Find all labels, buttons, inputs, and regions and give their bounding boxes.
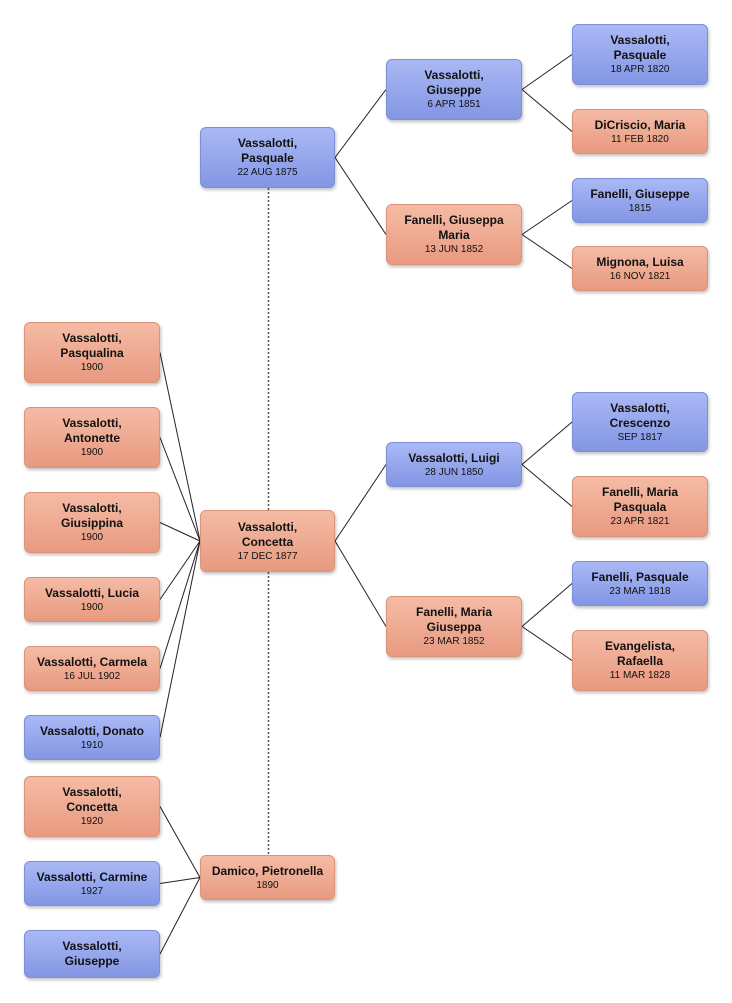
parent-connector <box>521 234 573 269</box>
parent-connector <box>521 464 573 507</box>
child-connector <box>159 522 201 542</box>
person-card-maria-dicriscio-1820[interactable]: DiCriscio, Maria 11 FEB 1820 <box>572 109 708 154</box>
person-name: Fanelli, Giuseppe <box>590 186 690 201</box>
child-connector <box>159 540 201 738</box>
person-date: 17 DEC 1877 <box>237 550 298 562</box>
person-date: 11 MAR 1828 <box>609 670 671 681</box>
person-card-crescenzo-vassalotti-1817[interactable]: Vassalotti, Crescenzo SEP 1817 <box>572 392 708 452</box>
child-connector <box>159 877 201 884</box>
person-date: 13 JUN 1852 <box>424 244 484 255</box>
person-name: Vassalotti, Carmine <box>36 869 148 884</box>
parent-connector <box>334 540 387 627</box>
parent-connector <box>521 626 573 661</box>
person-date: 16 JUL 1902 <box>63 670 121 682</box>
person-date: SEP 1817 <box>617 431 663 443</box>
person-name: Vassalotti, Giuseppe <box>62 939 122 968</box>
person-name: Evangelista, Rafaella <box>604 639 676 668</box>
person-name: Vassalotti, Lucia <box>44 585 140 600</box>
person-name: Vassalotti, Antonette <box>62 416 122 445</box>
person-card-giusippina-vassalotti-1900[interactable]: Vassalotti, Giusippina 1900 <box>24 492 160 553</box>
person-date: 1815 <box>628 202 652 214</box>
person-card-giuseppe-vassalotti-child[interactable]: Vassalotti, Giuseppe <box>24 930 160 978</box>
person-card-pasquale-fanelli-1818[interactable]: Fanelli, Pasquale 23 MAR 1818 <box>572 561 708 606</box>
person-date: 1927 <box>80 885 104 897</box>
parent-connector <box>334 157 387 235</box>
person-date: 1900 <box>80 532 104 543</box>
person-date: 1900 <box>80 362 104 373</box>
person-name: Vassalotti, Concetta <box>237 519 298 549</box>
parent-connector <box>521 421 573 465</box>
person-card-carmine-vassalotti-1927[interactable]: Vassalotti, Carmine 1927 <box>24 861 160 906</box>
person-card-giuseppe-vassalotti-1851[interactable]: Vassalotti, Giuseppe 6 APR 1851 <box>386 59 522 120</box>
person-name: Vassalotti, Luigi <box>408 450 500 465</box>
child-connector <box>159 540 201 600</box>
person-name: Vassalotti, Pasquale <box>610 33 670 62</box>
child-connector <box>159 352 201 542</box>
person-card-lucia-vassalotti-1900[interactable]: Vassalotti, Lucia 1900 <box>24 577 160 622</box>
person-card-donato-vassalotti-1910[interactable]: Vassalotti, Donato 1910 <box>24 715 160 760</box>
person-name: Vassalotti, Donato <box>39 723 145 738</box>
person-date: 18 APR 1820 <box>610 64 670 75</box>
person-name: Vassalotti, Concetta <box>62 785 122 814</box>
person-card-giuseppe-fanelli-1815[interactable]: Fanelli, Giuseppe 1815 <box>572 178 708 223</box>
person-card-concetta-vassalotti-1877[interactable]: Vassalotti, Concetta 17 DEC 1877 <box>200 510 335 572</box>
person-date: 1910 <box>80 739 104 751</box>
person-date: 11 FEB 1820 <box>611 133 669 145</box>
person-name: Damico, Pietronella <box>211 863 324 878</box>
person-date: 22 AUG 1875 <box>237 167 298 178</box>
person-date: 23 APR 1821 <box>610 516 670 527</box>
person-name: Fanelli, Maria Pasquala <box>601 485 679 514</box>
person-name: Vassalotti, Giusippina <box>60 501 123 530</box>
person-card-giuseppa-maria-fanelli-1852[interactable]: Fanelli, Giuseppa Maria 13 JUN 1852 <box>386 204 522 265</box>
person-card-pasquale-vassalotti-1820[interactable]: Vassalotti, Pasquale 18 APR 1820 <box>572 24 708 85</box>
parent-connector <box>521 200 573 235</box>
person-date: 23 MAR 1818 <box>609 585 671 597</box>
person-date: 28 JUN 1850 <box>424 466 484 478</box>
person-name: Vassalotti, Crescenzo <box>609 400 671 430</box>
person-card-pietronella-damico-1890[interactable]: Damico, Pietronella 1890 <box>200 855 335 900</box>
person-card-pasqualina-vassalotti-1900[interactable]: Vassalotti, Pasqualina 1900 <box>24 322 160 383</box>
person-name: Mignona, Luisa <box>596 254 684 269</box>
person-date: 1890 <box>256 879 279 891</box>
person-card-maria-giuseppa-fanelli-1852[interactable]: Fanelli, Maria Giuseppa 23 MAR 1852 <box>386 596 522 657</box>
person-card-antonette-vassalotti-1900[interactable]: Vassalotti, Antonette 1900 <box>24 407 160 468</box>
person-date: 23 MAR 1852 <box>423 636 485 647</box>
child-connector <box>159 437 201 542</box>
parent-connector <box>521 89 573 132</box>
person-card-concetta-vassalotti-1920[interactable]: Vassalotti, Concetta 1920 <box>24 776 160 837</box>
child-connector <box>159 806 201 878</box>
person-card-luigi-vassalotti-1850[interactable]: Vassalotti, Luigi 28 JUN 1850 <box>386 442 522 487</box>
child-connector <box>159 877 201 955</box>
person-name: DiCriscio, Maria <box>594 117 686 132</box>
parent-connector <box>521 54 573 90</box>
person-date: 16 NOV 1821 <box>609 270 671 282</box>
person-card-maria-pasquala-fanelli-1821[interactable]: Fanelli, Maria Pasquala 23 APR 1821 <box>572 476 708 537</box>
person-date: 1900 <box>80 447 104 458</box>
person-card-luisa-mignona-1821[interactable]: Mignona, Luisa 16 NOV 1821 <box>572 246 708 291</box>
person-name: Fanelli, Maria Giuseppa <box>415 605 493 634</box>
person-card-rafaella-evangelista-1828[interactable]: Evangelista, Rafaella 11 MAR 1828 <box>572 630 708 691</box>
person-date: 6 APR 1851 <box>427 99 481 110</box>
person-date: 1920 <box>80 816 104 827</box>
person-name: Vassalotti, Giuseppe <box>424 68 484 97</box>
person-name: Vassalotti, Pasquale <box>237 136 298 165</box>
person-card-carmela-vassalotti-1902[interactable]: Vassalotti, Carmela 16 JUL 1902 <box>24 646 160 691</box>
person-name: Fanelli, Pasquale <box>591 569 689 584</box>
parent-connector <box>334 89 387 158</box>
person-name: Vassalotti, Carmela <box>36 654 148 669</box>
person-card-pasquale-vassalotti-1875[interactable]: Vassalotti, Pasquale 22 AUG 1875 <box>200 127 335 188</box>
parent-connector <box>334 464 387 542</box>
child-connector <box>159 540 201 669</box>
person-date: 1900 <box>80 601 104 613</box>
person-name: Fanelli, Giuseppa Maria <box>404 213 504 242</box>
person-name: Vassalotti, Pasqualina <box>60 331 124 360</box>
parent-connector <box>521 583 573 627</box>
